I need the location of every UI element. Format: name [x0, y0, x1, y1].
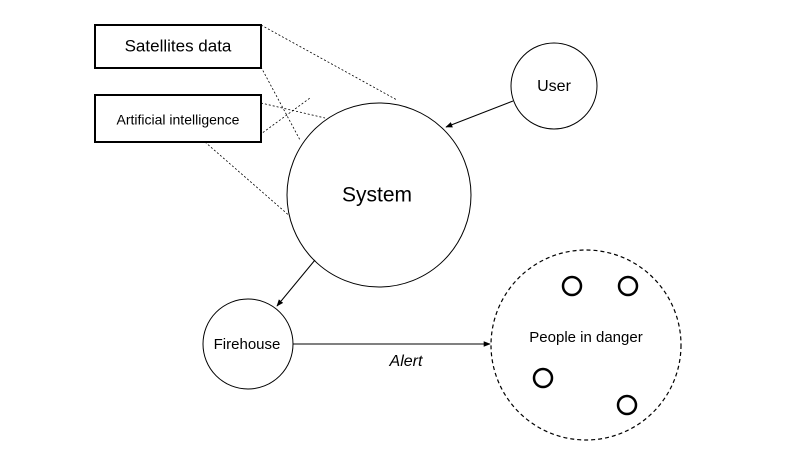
people-in-danger-label: People in danger [529, 329, 642, 346]
satellites-to-system-line-1 [260, 24, 398, 101]
artificial-intelligence-box: Artificial intelligence [94, 94, 262, 143]
user-label: User [537, 78, 571, 95]
arrows [276, 100, 514, 347]
ai-to-system-line-3 [204, 141, 293, 219]
firehouse-node: Firehouse [202, 298, 294, 390]
person-marker-4 [616, 394, 638, 416]
firehouse-label: Firehouse [214, 336, 281, 353]
person-marker-2 [617, 275, 639, 297]
system-to-firehouse-arrow [276, 259, 316, 307]
person-marker-3 [532, 367, 554, 389]
user-to-system-arrow [445, 100, 514, 128]
satellites-data-label: Satellites data [125, 36, 232, 55]
system-label: System [342, 184, 412, 207]
system-node: System [286, 102, 472, 288]
person-marker-1 [561, 275, 583, 297]
satellites-data-box: Satellites data [94, 24, 262, 69]
people-in-danger-node: People in danger [490, 249, 682, 441]
satellites-to-system-line-2 [260, 66, 301, 141]
alert-label: Alert [389, 353, 423, 370]
artificial-intelligence-label: Artificial intelligence [117, 112, 240, 128]
user-node: User [510, 42, 598, 130]
